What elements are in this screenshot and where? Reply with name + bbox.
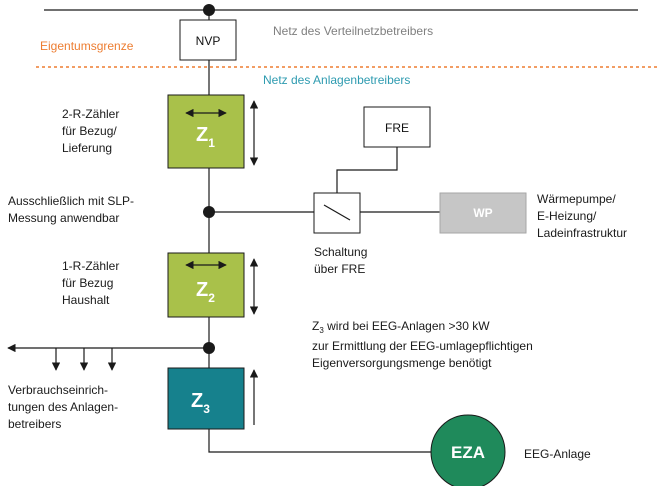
z2-caption-line-3: Haushalt bbox=[62, 293, 110, 307]
eza-label: EZA bbox=[451, 443, 485, 462]
z3-label: Z3 bbox=[191, 390, 210, 416]
consumers-line-2: tungen des Anlagen- bbox=[8, 400, 118, 414]
meter-z1 bbox=[167, 94, 245, 169]
fre-switch-contact bbox=[323, 204, 351, 221]
wp-description-line-2: E-Heizung/ bbox=[537, 209, 597, 223]
fre-switch-caption-line-1: Schaltung bbox=[314, 245, 367, 259]
z3-note-line-1: Z3 wird bei EEG-Anlagen >30 kW bbox=[312, 319, 490, 335]
consumers-line-3: betreibers bbox=[8, 417, 61, 431]
z2-caption-line-2: für Bezug bbox=[62, 276, 113, 290]
consumers-line-1: Verbrauchseinrich- bbox=[8, 383, 108, 397]
z1-caption-line-3: Lieferung bbox=[62, 141, 112, 155]
nvp-label: NVP bbox=[196, 34, 221, 48]
slp-note-line-1: Ausschließlich mit SLP- bbox=[8, 194, 134, 208]
z3-note-line-3: Eigenversorgungsmenge benötigt bbox=[312, 356, 492, 370]
plant-operator-network-label: Netz des Anlagenbetreibers bbox=[263, 73, 410, 87]
wp-box bbox=[439, 192, 527, 234]
wp-description-line-3: Ladeinfrastruktur bbox=[537, 226, 627, 240]
wp-description-line-1: Wärmepumpe/ bbox=[537, 192, 616, 206]
meter-z3 bbox=[167, 367, 245, 430]
z1-caption-line-2: für Bezug/ bbox=[62, 124, 117, 138]
wp-label: WP bbox=[473, 206, 492, 220]
ownership-boundary-label: Eigentumsgrenze bbox=[40, 39, 134, 53]
z3-note-line-2: zur Ermittlung der EEG-umlagepflichtigen bbox=[312, 339, 533, 353]
operator-network-label: Netz des Verteilnetzbetreibers bbox=[273, 24, 433, 38]
eza-circle bbox=[430, 414, 506, 486]
z2-caption-line-1: 1-R-Zähler bbox=[62, 259, 119, 273]
eza-caption: EEG-Anlage bbox=[524, 447, 591, 461]
fre-box bbox=[363, 106, 431, 148]
z2-label: Z2 bbox=[196, 279, 215, 305]
z1-caption-line-1: 2-R-Zähler bbox=[62, 107, 119, 121]
fre-label: FRE bbox=[385, 121, 409, 135]
wire-z3-eza bbox=[208, 429, 431, 453]
fre-switch-caption-line-2: über FRE bbox=[314, 262, 365, 276]
z1-label: Z1 bbox=[196, 124, 215, 150]
slp-note-line-2: Messung anwendbar bbox=[8, 211, 119, 225]
nvp-box bbox=[179, 19, 237, 61]
wire-fre-switch bbox=[336, 147, 398, 193]
